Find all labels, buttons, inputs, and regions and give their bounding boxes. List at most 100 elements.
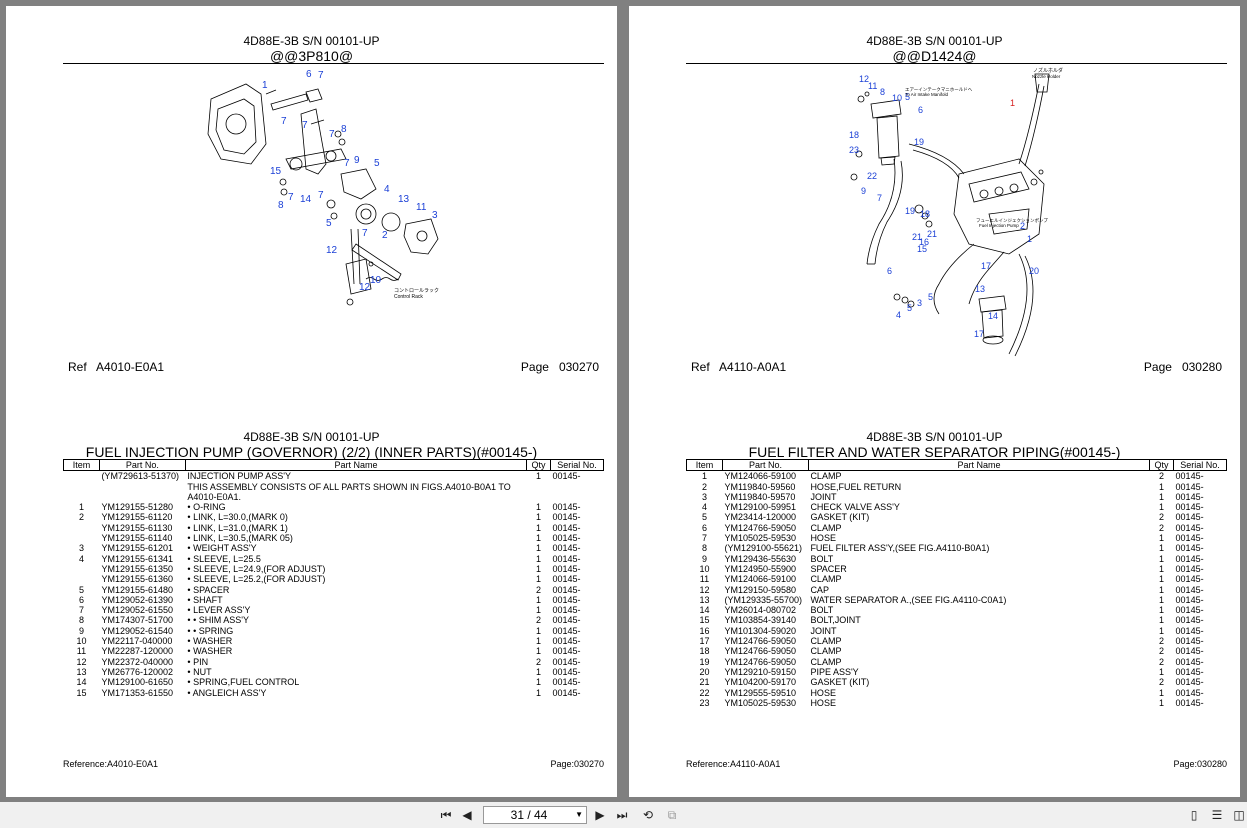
table-cell: • • SPRING <box>187 625 234 636</box>
table-cell: 1 <box>1159 502 1165 513</box>
table-cell: CLAMP <box>810 636 842 647</box>
two-page-view-icon[interactable]: ◫ <box>1233 808 1245 822</box>
table-cell: 1 <box>1159 605 1165 616</box>
table-cell: 00145- <box>552 533 581 544</box>
svg-text:4: 4 <box>384 184 390 195</box>
rotate-page-icon[interactable]: ⟲ <box>642 808 654 822</box>
svg-text:8: 8 <box>278 200 284 211</box>
table-cell: YM104200-59170 <box>724 677 797 688</box>
svg-text:4: 4 <box>896 310 901 320</box>
first-page-icon[interactable]: ⏮ <box>440 808 452 822</box>
column-header: Item <box>686 458 723 472</box>
table-cell: YM26014-080702 <box>724 605 797 616</box>
table-cell: PIPE ASS'Y <box>810 666 859 677</box>
fit-page-icon[interactable]: ⧉ <box>667 808 677 822</box>
table-cell: • LINK, L=31.0,(MARK 1) <box>187 522 288 533</box>
table-cell: 16 <box>699 625 710 636</box>
single-page-view-icon[interactable]: ▯ <box>1190 808 1198 822</box>
page-model-header: 4D88E-3B S/N 00101-UP <box>866 34 1003 48</box>
table-cell: • WASHER <box>187 646 233 657</box>
table-cell: 1 <box>536 522 542 533</box>
table-cell: YM124066-59100 <box>724 471 797 482</box>
svg-text:5: 5 <box>326 218 332 229</box>
svg-text:7: 7 <box>877 193 882 203</box>
svg-text:5: 5 <box>928 292 933 302</box>
table-cell: (YM729613-51370) <box>101 471 179 482</box>
table-cell: 2 <box>1159 471 1165 482</box>
column-header: Qty <box>1149 458 1175 472</box>
table-cell: 2 <box>1159 512 1165 523</box>
table-cell: 21 <box>699 677 710 688</box>
table-cell: 00145- <box>1175 471 1204 482</box>
table-cell: GASKET (KIT) <box>810 677 870 688</box>
svg-text:7: 7 <box>318 70 324 81</box>
svg-text:3: 3 <box>432 210 438 221</box>
table-cell: 2 <box>536 584 542 595</box>
table-cell: 2 <box>1159 522 1165 533</box>
table-cell: 00145- <box>552 615 581 626</box>
column-header: Item <box>63 458 100 472</box>
table-cell: SPACER <box>810 563 847 574</box>
column-header: Serial No. <box>550 458 604 472</box>
page-number-select[interactable]: 31 / 44 ▼ <box>483 806 587 824</box>
table-cell: 1 <box>536 533 542 544</box>
table-cell: 00145- <box>1175 553 1204 564</box>
table-cell: 00145- <box>1175 605 1204 616</box>
table-cell: 00145- <box>552 636 581 647</box>
table-cell: 14 <box>76 677 87 688</box>
svg-text:20: 20 <box>1029 266 1039 276</box>
table-cell: 22 <box>699 687 710 698</box>
prev-page-icon[interactable]: ◀ <box>462 808 472 822</box>
table-cell: 00145- <box>1175 687 1204 698</box>
table-cell <box>64 574 100 584</box>
table-cell: 7 <box>701 533 707 544</box>
table-cell: 11 <box>699 574 710 585</box>
table-row: 8(YM129100-55621)FUEL FILTER ASS'Y,(SEE … <box>687 543 1227 553</box>
table-cell: 10 <box>76 636 87 647</box>
table-cell: HOSE <box>810 697 836 708</box>
header-rule <box>686 63 1227 64</box>
table-cell: 00145- <box>1175 584 1204 595</box>
last-page-icon[interactable]: ⏭ <box>616 808 628 822</box>
svg-text:13: 13 <box>398 194 410 205</box>
table-cell: 15 <box>699 615 710 626</box>
table-cell: 00145- <box>1175 697 1204 708</box>
table-cell: 17 <box>699 636 710 647</box>
table-cell: 00145- <box>552 687 581 698</box>
svg-text:21: 21 <box>927 229 937 239</box>
next-page-icon[interactable]: ▶ <box>595 808 605 822</box>
table-cell: 1 <box>536 646 542 657</box>
table-cell: 00145- <box>1175 594 1204 605</box>
table-cell: 8 <box>701 543 707 554</box>
table-cell: 1 <box>536 687 542 698</box>
page-model-header: 4D88E-3B S/N 00101-UP <box>243 34 380 48</box>
continuous-view-icon[interactable]: ☰ <box>1211 808 1223 822</box>
table-cell: 00145- <box>552 522 581 533</box>
svg-text:7: 7 <box>344 158 350 169</box>
drawing-note-intake-jp: エアーインテークマニホールドへ <box>905 87 973 93</box>
table-cell: 2 <box>536 615 542 626</box>
table-cell: 19 <box>699 656 710 667</box>
table-cell: 00145- <box>552 666 581 677</box>
table-cell: • PIN <box>187 656 209 667</box>
table-cell: 1 <box>1159 491 1165 502</box>
table-cell: YM119840-59570 <box>724 491 796 502</box>
table-cell: CLAMP <box>810 646 842 657</box>
svg-text:7: 7 <box>281 116 287 127</box>
table-cell: 1 <box>1159 533 1165 544</box>
svg-text:17: 17 <box>981 261 991 271</box>
table-cell: YM22287-120000 <box>101 646 173 657</box>
table-cell: JOINT <box>810 491 837 502</box>
svg-text:6: 6 <box>306 69 312 80</box>
